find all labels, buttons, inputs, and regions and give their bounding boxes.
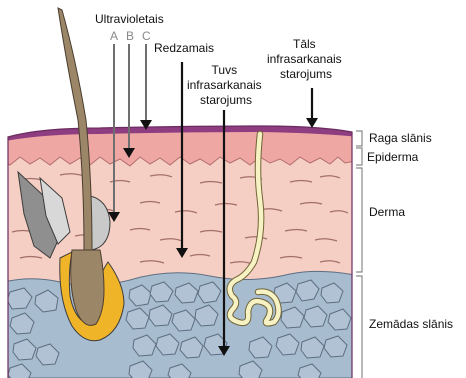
far-ir-arrow (306, 88, 318, 128)
stratum-corneum-label: Raga slānis (369, 131, 432, 145)
near-ir-label: Tuvs infrasarkanais starojums (187, 63, 265, 107)
arrow-down-icon (306, 118, 318, 128)
visible-label: Redzamais (154, 41, 214, 55)
uv-a-label: A (110, 29, 118, 43)
subcutis-label: Zemādas slānis (369, 317, 453, 331)
layer-brackets (356, 131, 362, 378)
far-ir-label: Tāls infrasarkanais starojums (267, 37, 345, 81)
uv-b-label: B (126, 29, 134, 43)
uv-c-arrow (140, 44, 152, 130)
dermis-label: Derma (369, 205, 405, 219)
epidermis-label: Epiderma (367, 150, 419, 164)
uv-c-label: C (142, 29, 151, 43)
uv-label: Ultravioletais (95, 12, 164, 26)
